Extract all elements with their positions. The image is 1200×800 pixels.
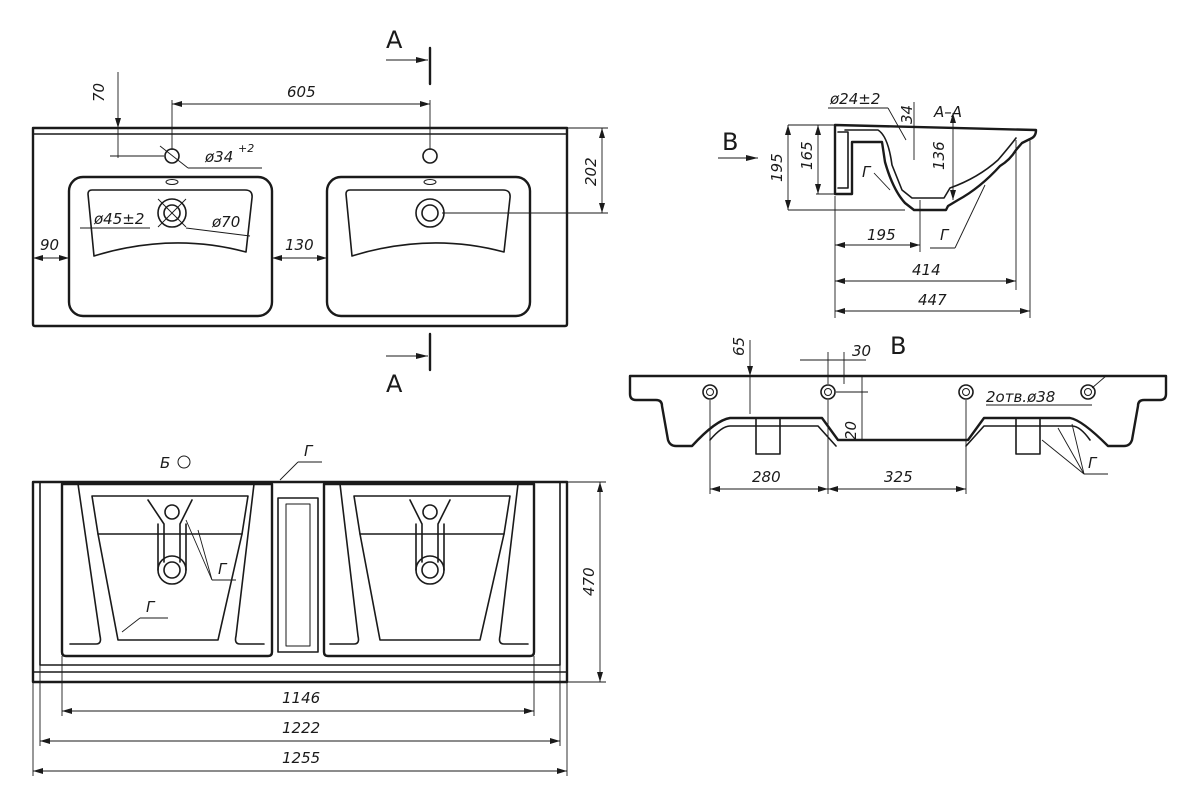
top-left-drain-inner xyxy=(163,561,181,579)
view-b: 65 30 В 20 2отв.ø38 280 325 Г xyxy=(628,332,1168,494)
dim-holes: 2отв.ø38 xyxy=(986,388,1055,406)
left-basin-inner-bowl xyxy=(87,189,253,257)
section-aa-title: А–А xyxy=(933,103,962,121)
dim-34: 34 xyxy=(898,105,916,124)
dim-165: 165 xyxy=(798,141,816,170)
dim-280: 280 xyxy=(752,468,781,486)
view-b-left-drain xyxy=(755,417,781,455)
top-right-drain-outer xyxy=(415,555,445,585)
section-aa-inner-wall xyxy=(844,129,1017,199)
view-b-right-drain xyxy=(1015,417,1041,455)
top-left-basin-inner xyxy=(69,483,265,645)
section-aa-profile xyxy=(833,123,1038,212)
dim-136: 136 xyxy=(930,141,948,170)
right-drain-inner xyxy=(421,204,439,222)
front-view: 605 70 ø34 +2 ø45±2 ø70 90 130 202 А А xyxy=(31,26,608,398)
dim-130: 130 xyxy=(285,236,314,254)
left-overflow-slot xyxy=(165,179,179,185)
callout-g-section-2: Г xyxy=(940,226,950,244)
view-b-label: В xyxy=(890,332,906,360)
callout-g-top: Г xyxy=(304,442,314,460)
dim-195-height: 195 xyxy=(768,153,786,182)
dim-d34: ø34 xyxy=(204,148,233,166)
left-basin-outline xyxy=(67,175,274,318)
dim-1146: 1146 xyxy=(282,689,320,707)
top-view: Б Г Г Г 470 1146 1222 1255 xyxy=(31,442,606,776)
section-aa: 195 165 136 34 ø24±2 А–А Г 195 414 447 Г xyxy=(718,90,1038,318)
top-right-basin-inner xyxy=(329,483,529,645)
right-drain-outer xyxy=(415,198,445,228)
dim-1255: 1255 xyxy=(282,749,320,767)
callout-g-mid: Г xyxy=(218,560,228,578)
dim-1222: 1222 xyxy=(282,719,320,737)
dim-195-width: 195 xyxy=(867,226,896,244)
dim-d45: ø45±2 xyxy=(93,210,144,228)
top-left-drain-outer xyxy=(157,555,187,585)
dim-d34-tolerance: +2 xyxy=(238,142,254,155)
dim-d70: ø70 xyxy=(211,213,240,231)
section-a-label-top: А xyxy=(386,26,403,54)
dim-30: 30 xyxy=(852,342,871,360)
dim-470: 470 xyxy=(580,567,598,596)
dim-20: 20 xyxy=(842,421,860,440)
right-overflow-slot xyxy=(423,179,437,185)
dim-202: 202 xyxy=(582,157,600,186)
callout-g-low: Г xyxy=(146,598,156,616)
view-b-arrow-label: В xyxy=(722,128,738,156)
top-right-drain-inner xyxy=(421,561,439,579)
view-b-inner-line xyxy=(709,425,1091,447)
dim-70: 70 xyxy=(90,83,108,102)
dim-605: 605 xyxy=(287,83,316,101)
section-a-label-bottom: А xyxy=(386,370,403,398)
dim-d24: ø24±2 xyxy=(829,90,880,108)
dim-325: 325 xyxy=(884,468,913,486)
detail-b-marker-icon xyxy=(177,455,191,469)
right-tap-hole xyxy=(422,148,438,164)
right-basin-inner-bowl xyxy=(345,189,511,257)
detail-b-label: Б xyxy=(160,454,170,472)
top-left-basin-outer xyxy=(60,482,274,658)
left-drain-inner xyxy=(163,204,181,222)
callout-g-view-b: Г xyxy=(1088,454,1098,472)
top-right-basin-outer xyxy=(322,482,536,658)
view-b-outline xyxy=(628,374,1168,448)
front-view-outline xyxy=(31,126,569,328)
dim-447: 447 xyxy=(918,291,947,309)
top-middle-channel xyxy=(277,497,319,653)
callout-g-section-1: Г xyxy=(862,163,872,181)
right-basin-outline xyxy=(325,175,532,318)
dim-90: 90 xyxy=(40,236,59,254)
dim-414: 414 xyxy=(912,261,941,279)
left-drain-outer xyxy=(157,198,187,228)
dim-65: 65 xyxy=(730,337,748,356)
